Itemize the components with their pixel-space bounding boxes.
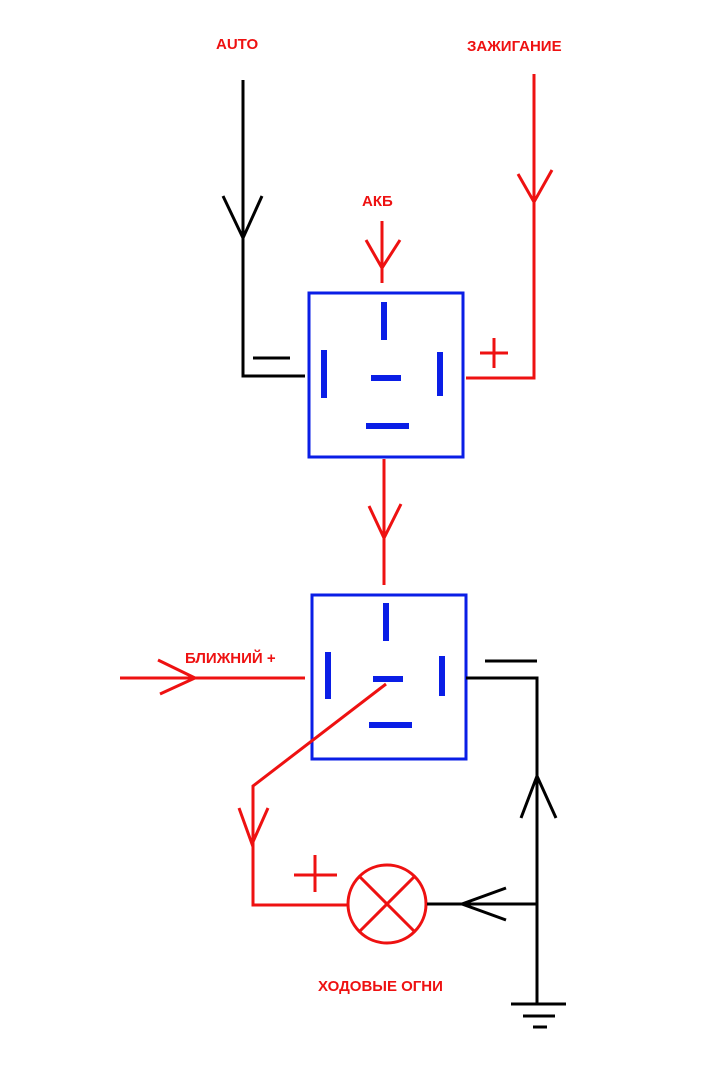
auto-arrow-icon (221, 195, 264, 242)
ground-icon (511, 1002, 566, 1029)
ignition-arrow-icon (516, 169, 554, 206)
negative-left-arrow-icon (457, 886, 507, 922)
low-beam-arrow-icon (157, 658, 199, 696)
label-ignition: ЗАЖИГАНИЕ (467, 38, 562, 55)
relay-link-arrow-icon (367, 503, 403, 542)
lamp-feed-wire (251, 682, 387, 907)
auto-wire (241, 80, 305, 378)
negative-up-arrow-icon (519, 772, 558, 819)
plus-sign-relay1 (480, 338, 508, 368)
label-drl: ХОДОВЫЕ ОГНИ (318, 978, 443, 995)
negative-wire (427, 676, 539, 1003)
plus-sign-lamp (294, 855, 337, 892)
relay-1 (307, 291, 465, 459)
ignition-wire (466, 74, 536, 380)
label-low-beam: БЛИЖНИЙ + (185, 649, 276, 667)
lamp-icon (346, 863, 428, 945)
lamp-feed-arrow-icon (237, 807, 270, 849)
label-battery: АКБ (362, 193, 393, 210)
label-auto: AUTO (216, 36, 259, 53)
relay-2 (310, 593, 468, 761)
battery-arrow-icon (364, 239, 402, 271)
